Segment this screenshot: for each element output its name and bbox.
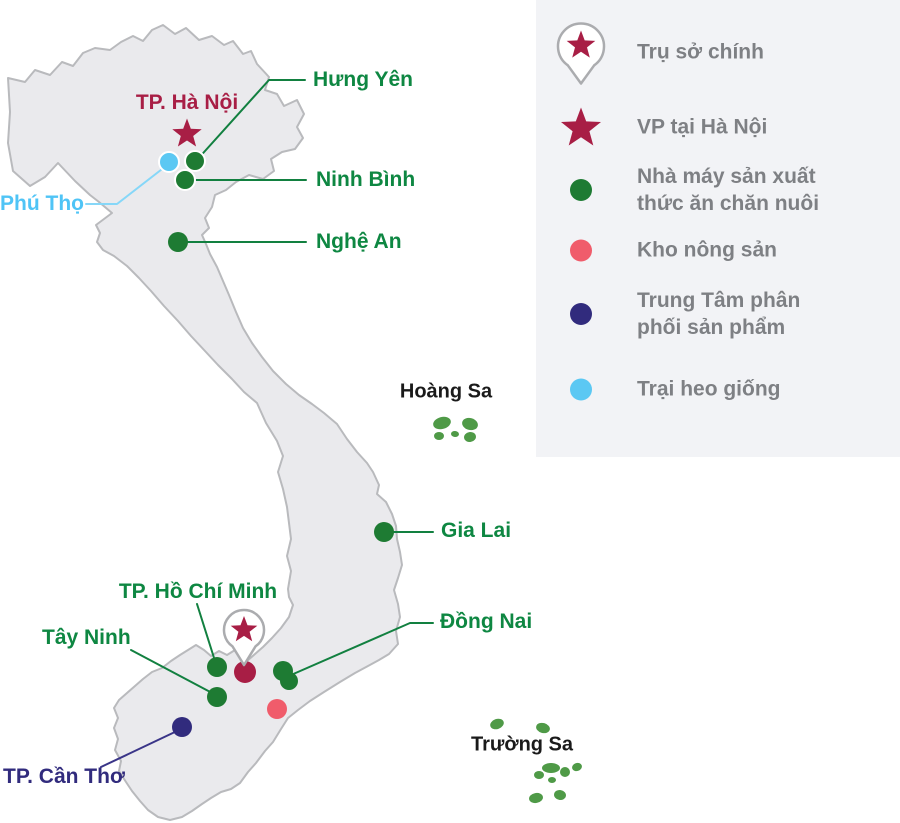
truong-sa-islands [490, 718, 582, 804]
island-groups [433, 416, 582, 804]
island-blob [534, 771, 544, 779]
kho-nong-san-dot [267, 699, 287, 719]
hcm-pin [222, 608, 266, 667]
pin-balloon [222, 608, 266, 667]
legend-panel: Trụ sở chính VP tại Hà Nội Nhà máy sản x… [536, 0, 900, 457]
legend-item-pig-farm: Trại heo giống [536, 376, 900, 403]
hq-dot [234, 661, 256, 683]
map-label-tp-ha-noi: TP. Hà Nội [135, 90, 239, 114]
island-blob [560, 767, 570, 777]
map-label-tp-ho-chi-minh: TP. Hồ Chí Minh [118, 579, 278, 603]
island-blob [434, 432, 444, 440]
legend-item-distribution-center: Trung Tâm phân phối sản phẩm [536, 287, 900, 341]
island-blob [451, 430, 459, 438]
island-blob [536, 722, 550, 734]
map-label-truong-sa: Trường Sa [470, 733, 574, 756]
warehouse-dot-icon [570, 239, 592, 261]
pig-farm-dot-icon [570, 378, 592, 400]
island-blob [464, 431, 476, 443]
phu-tho-line [85, 165, 167, 205]
map-label-hoang-sa: Hoàng Sa [399, 380, 493, 403]
map-label-ninh-binh: Ninh Bình [316, 167, 416, 191]
hung-yen-line [195, 79, 306, 162]
legend-item-headquarters: Trụ sở chính [536, 21, 900, 85]
legend-item-feed-factory: Nhà máy sản xuất thức ăn chăn nuôi [536, 163, 900, 217]
ha-noi-star [172, 118, 202, 147]
tay-ninh-line [130, 649, 215, 695]
pin-star-icon [230, 616, 258, 642]
island-blob [548, 777, 556, 783]
location-markers [158, 118, 394, 737]
legend-label: Trại heo giống [637, 377, 781, 401]
office-star-icon [561, 107, 601, 145]
map-label-phu-tho: Phú Thọ [0, 191, 84, 215]
legend-label: Nhà máy sản xuất thức ăn chăn nuôi [637, 165, 820, 215]
can-tho-dot [172, 717, 192, 737]
island-blob [462, 417, 478, 431]
dong-nai-dot-2 [280, 672, 298, 690]
legend-label: VP tại Hà Nội [637, 115, 768, 139]
legend-label: Trụ sở chính [637, 40, 764, 64]
island-blob [433, 416, 451, 430]
tay-ninh-dot [207, 687, 227, 707]
legend-item-hanoi-office: VP tại Hà Nội [536, 107, 900, 145]
map-label-nghe-an: Nghệ An [316, 229, 402, 253]
headquarters-pin-icon [556, 21, 606, 85]
hung-yen-dot [184, 150, 206, 172]
legend-item-warehouse: Kho nông sản [536, 237, 900, 264]
island-blob [572, 762, 582, 772]
map-label-tp-can-tho: TP. Cần Thơ [3, 764, 125, 788]
dong-nai-line [290, 622, 434, 676]
island-blob [490, 718, 504, 730]
factory-dot-icon [570, 179, 592, 201]
island-blob [542, 763, 560, 773]
nghe-an-dot [168, 232, 188, 252]
legend-label: Kho nông sản [637, 238, 777, 262]
map-label-dong-nai: Đồng Nai [440, 609, 533, 633]
phu-tho-dot [158, 151, 180, 173]
island-blob [554, 789, 566, 801]
legend-label: Trung Tâm phân phối sản phẩm [637, 289, 801, 339]
gia-lai-dot [374, 522, 394, 542]
hoang-sa-islands [433, 416, 478, 443]
connector-lines [85, 79, 434, 768]
island-blob [529, 792, 543, 804]
distribution-dot-icon [570, 303, 592, 325]
can-tho-line [100, 730, 178, 768]
hcm-line [196, 603, 216, 662]
ninh-binh-dot [174, 169, 196, 191]
map-label-hung-yen: Hưng Yên [313, 67, 413, 91]
vietnam-outline [7, 24, 403, 821]
hcm-dot [207, 657, 227, 677]
map-label-tay-ninh: Tây Ninh [42, 625, 131, 649]
map-label-gia-lai: Gia Lai [441, 518, 512, 542]
